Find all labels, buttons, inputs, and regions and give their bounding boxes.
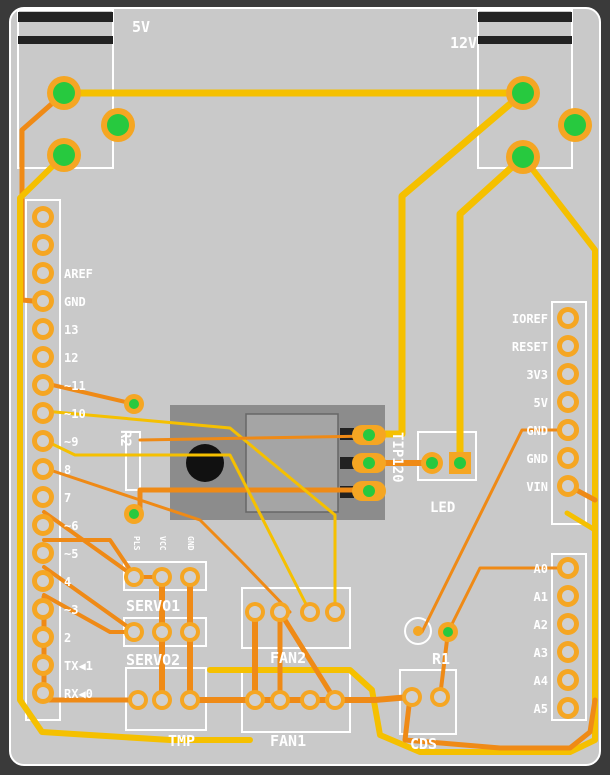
header-right-label: IOREF xyxy=(512,312,548,326)
label-servo1: SERVO1 xyxy=(126,597,180,615)
label-led: LED xyxy=(430,500,455,516)
header-left-label: ~9 xyxy=(64,435,78,449)
header-left-label: 13 xyxy=(64,323,78,337)
header-analog-label: A1 xyxy=(534,590,548,604)
trace-r2-tip xyxy=(138,434,374,442)
header-right-label: GND xyxy=(526,424,548,438)
header-left-outline xyxy=(25,199,61,721)
fan2-outline xyxy=(241,587,351,649)
header-left-label: ~6 xyxy=(64,519,78,533)
trace-a0-r1 xyxy=(446,566,569,634)
trace-vin-right xyxy=(564,510,598,533)
tip120-lead-2 xyxy=(340,457,354,469)
trace-r1-cds xyxy=(438,630,450,699)
header-analog-label: A0 xyxy=(534,562,548,576)
header-left-label: 2 xyxy=(64,631,71,645)
label-r1: R1 xyxy=(432,650,450,668)
trace-tip-r2 xyxy=(137,487,375,515)
header-left-label: 4 xyxy=(64,575,71,589)
header-right-label: 5V xyxy=(534,396,548,410)
trace-12v-tip xyxy=(368,89,527,438)
label-servo-pls: PLS xyxy=(132,536,141,551)
jack-5v-bar-top xyxy=(18,12,113,22)
trace-8 xyxy=(42,466,292,614)
label-tip120: TIP120 xyxy=(389,432,405,483)
tip120-tab xyxy=(245,413,339,513)
trace-left-edge xyxy=(17,152,253,743)
label-r2: R2 xyxy=(117,430,133,447)
header-left-label: 7 xyxy=(64,491,71,505)
tip120-mount-hole xyxy=(186,444,224,482)
cds-outline xyxy=(399,669,457,735)
header-left-label: 12 xyxy=(64,351,78,365)
label-servo2: SERVO2 xyxy=(126,651,180,669)
header-right-label: VIN xyxy=(526,480,548,494)
label-12v: 12V xyxy=(450,34,477,52)
header-left-label: ~10 xyxy=(64,407,86,421)
jack-12v-bar-bottom xyxy=(478,36,572,44)
jack-12v-bar-top xyxy=(478,12,572,22)
trace-vin-loop xyxy=(207,154,598,755)
trace-6 xyxy=(42,538,137,579)
header-left-label: ~3 xyxy=(64,603,78,617)
led-outline xyxy=(417,431,477,481)
label-tmp: TMP xyxy=(168,732,195,750)
header-right-label: RESET xyxy=(512,340,548,354)
header-right-bottom-outline xyxy=(551,553,587,721)
label-5v: 5V xyxy=(132,18,150,36)
pads xyxy=(47,76,592,642)
header-analog-label: A2 xyxy=(534,618,548,632)
label-servo-gnd: GND xyxy=(186,536,195,551)
trace-5-servo2 xyxy=(42,565,137,634)
label-servo-vcc: VCC xyxy=(158,536,167,551)
header-right-top-outline xyxy=(551,301,587,525)
trace-10-fan2 xyxy=(42,409,337,614)
header-analog-label: A5 xyxy=(534,702,548,716)
header-right-label: 3V3 xyxy=(526,368,548,382)
header-analog-label: A3 xyxy=(534,646,548,660)
r1-outline xyxy=(404,617,432,645)
label-cds: CDS xyxy=(410,735,437,753)
trace-cds-gnd xyxy=(252,694,413,703)
header-left-label: RX◀0 xyxy=(64,687,93,701)
header-labels: AREF GND 13 12 ~11 ~10 ~9 8 7 ~6 ~5 4 ~3 2TX◀1RX◀0 IOR… xyxy=(64,267,548,716)
label-fan2: FAN2 xyxy=(270,649,306,667)
trace-fan2-fan1b xyxy=(277,609,338,703)
tip120-lead-1 xyxy=(340,428,354,440)
header-left-label: TX◀1 xyxy=(64,659,93,673)
r1-pad-1 xyxy=(413,626,423,636)
trace-9-fan2 xyxy=(42,438,312,614)
header-analog-label: A4 xyxy=(534,674,548,688)
header-left-label: 8 xyxy=(64,463,71,477)
trace-cds-bottom xyxy=(402,694,598,751)
generated-pads xyxy=(32,206,579,719)
trace-5v-r1 xyxy=(420,428,569,634)
header-right-label: GND xyxy=(526,452,548,466)
header-left-label: ~11 xyxy=(64,379,86,393)
trace-12v-led xyxy=(456,153,527,467)
label-fan1: FAN1 xyxy=(270,732,306,750)
trace-11 xyxy=(42,381,136,406)
header-left-label: AREF xyxy=(64,267,93,281)
r2-outline xyxy=(125,431,141,491)
header-left-label: GND xyxy=(64,295,86,309)
jack-5v-bar-bottom xyxy=(18,36,113,44)
tip120-body xyxy=(170,405,385,520)
header-left-label: ~5 xyxy=(64,547,78,561)
